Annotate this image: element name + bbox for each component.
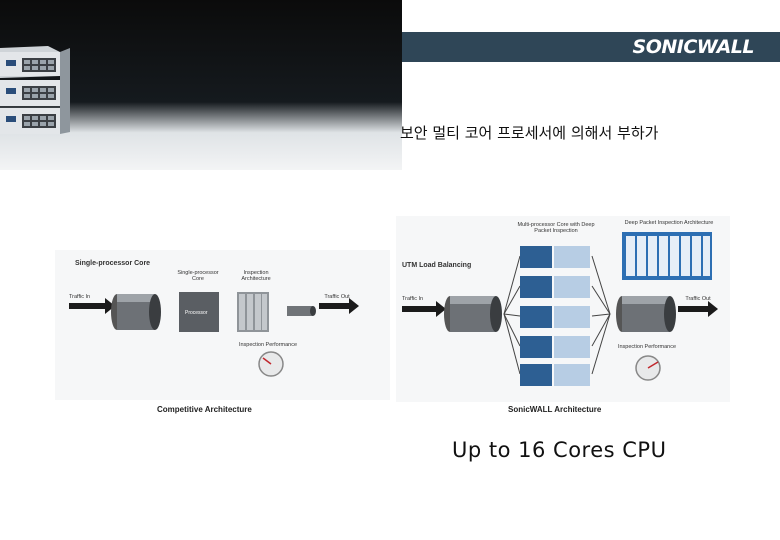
cores-caption: Up to 16 Cores CPU bbox=[452, 438, 667, 462]
multi-core-label: Multi-processor Core with Deep Packet In… bbox=[517, 222, 595, 234]
headline-text: 보안 멀티 코어 프로세서에 의해서 부하가 bbox=[400, 124, 659, 142]
utm-load-balancing-title: UTM Load Balancing bbox=[402, 262, 472, 269]
performance-label: Inspection Performance bbox=[238, 342, 298, 348]
performance-label: Inspection Performance bbox=[617, 344, 677, 350]
sonicwall-architecture-diagram: Multi-processor Core with Deep Packet In… bbox=[396, 216, 730, 402]
traffic-out-label: Traffic Out bbox=[685, 296, 711, 302]
traffic-in-label: Traffic In bbox=[402, 296, 424, 302]
inspection-label: Inspection Architecture bbox=[241, 270, 271, 282]
header-band bbox=[402, 32, 780, 62]
diagram-title: Single-processor Core bbox=[75, 260, 151, 267]
appliance-stack-illustration bbox=[0, 46, 70, 134]
sonicwall-flow-graphic bbox=[402, 232, 718, 386]
competitive-architecture-diagram: Single-processor Core Single-processor C… bbox=[55, 250, 390, 400]
competitive-flow-graphic: Processor bbox=[69, 292, 359, 377]
sonicwall-architecture-caption: SonicWALL Architecture bbox=[508, 405, 602, 414]
sonicwall-logo: SONICWALL bbox=[632, 36, 755, 58]
dpi-architecture-label: Deep Packet Inspection Architecture bbox=[624, 220, 714, 226]
competitive-architecture-caption: Competitive Architecture bbox=[157, 405, 252, 414]
processor-label: Processor bbox=[185, 310, 208, 316]
traffic-out-label: Traffic Out bbox=[324, 294, 350, 300]
traffic-in-label: Traffic In bbox=[69, 294, 91, 300]
appliance-hero-image bbox=[0, 0, 402, 170]
core-label: Single-processor Core bbox=[177, 270, 219, 282]
